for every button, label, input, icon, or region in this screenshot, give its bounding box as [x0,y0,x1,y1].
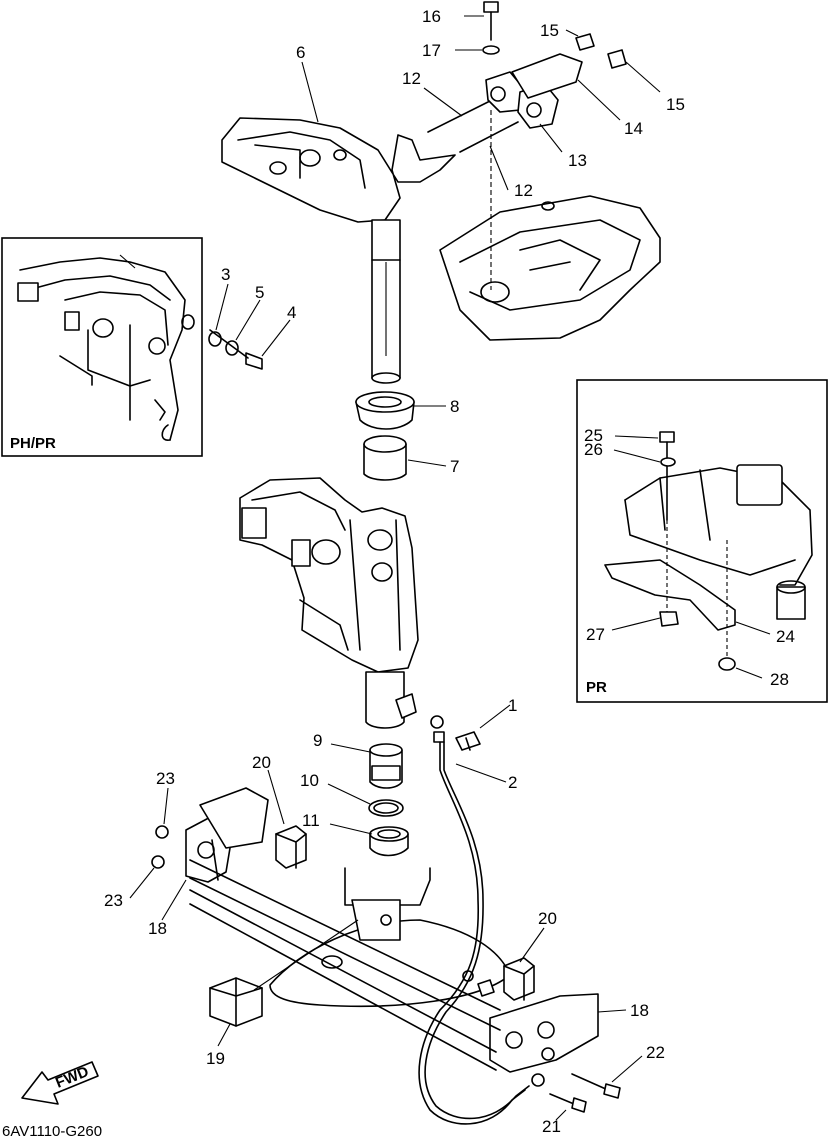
nut-23-upper [155,825,169,839]
callout-13: 13 [568,151,587,170]
rubber-mount-20-upper [275,825,307,869]
callout-27: 27 [586,625,605,644]
bolt-21 [549,1093,587,1113]
bolt-22 [571,1073,621,1099]
callout-11: 11 [302,811,320,830]
callout-21: 21 [542,1117,561,1136]
through-bolt-upper-b [189,877,501,1031]
steering-shaft [371,219,401,384]
inset-pr-label: PR [586,679,607,696]
bushing-top [355,391,415,430]
ground-lead-wire [418,715,545,1125]
callout-14: 14 [624,119,643,138]
callout-15-left: 15 [540,21,559,40]
callout-12-upper: 12 [402,69,421,88]
mount-bracket-right [489,993,599,1073]
callout-20-lower: 20 [538,909,557,928]
fwd-label: FWD [53,1063,91,1092]
callout-17: 17 [422,41,441,60]
callout-12-lower: 12 [514,181,533,200]
diagram-code: 6AV1110-G260 [2,1123,102,1139]
callout-7: 7 [450,457,459,476]
rubber-mount-20-lower [503,957,535,1001]
damper-mount-group [482,1,627,290]
callout-6: 6 [296,43,305,62]
callout-18-left: 18 [148,919,167,938]
bottom-cowling [439,195,661,341]
stud-lower [459,121,519,153]
rubber-mount-19 [209,977,263,1027]
callout-5: 5 [255,283,264,302]
callout-9: 9 [313,731,322,750]
through-bolt-lower [189,889,497,1053]
callout-28: 28 [770,670,789,689]
mount-bracket-left [185,787,269,883]
callout-10: 10 [300,771,319,790]
inset-pr-frame [576,379,828,703]
callout-18-right: 18 [630,1001,649,1020]
callout-20-upper: 20 [252,753,271,772]
callout-2: 2 [508,773,517,792]
inset-ph-pr-frame [1,237,203,457]
callout-3: 3 [221,265,230,284]
through-bolt-lower-b [189,903,497,1071]
inset-pr-assembly [604,431,813,671]
callout-15-right: 15 [666,95,685,114]
ground-terminal-lower [462,970,474,982]
callout-numbers: 1 2 3 4 5 6 7 8 9 10 11 12 12 13 14 15 1… [104,7,795,1136]
upper-mount-bracket [221,117,456,223]
callout-1: 1 [508,696,517,715]
callout-8: 8 [450,397,459,416]
callout-16: 16 [422,7,441,26]
callout-25: 25 [584,426,603,445]
callout-23-lower: 23 [104,891,123,910]
inset-ph-pr-bracket [17,254,263,441]
inset-ph-pr-label: PH/PR [10,435,56,452]
callout-22: 22 [646,1043,665,1062]
callout-23-upper: 23 [156,769,175,788]
nut-23-lower [151,855,165,869]
ground-screw-lower [477,979,495,997]
bushing-mid [363,435,407,481]
fwd-arrow: FWD [21,1061,99,1105]
lower-bushing-set [368,743,409,857]
lower-unit [269,867,511,1007]
lower-shaft [365,671,417,729]
through-bolt-upper [189,859,501,1011]
swivel-bracket [239,477,419,673]
callout-26: 26 [584,440,603,459]
callout-19: 19 [206,1049,225,1068]
callout-4: 4 [287,303,296,322]
leader-lines [129,15,771,1121]
stud-upper [427,99,493,133]
callout-24: 24 [776,627,795,646]
